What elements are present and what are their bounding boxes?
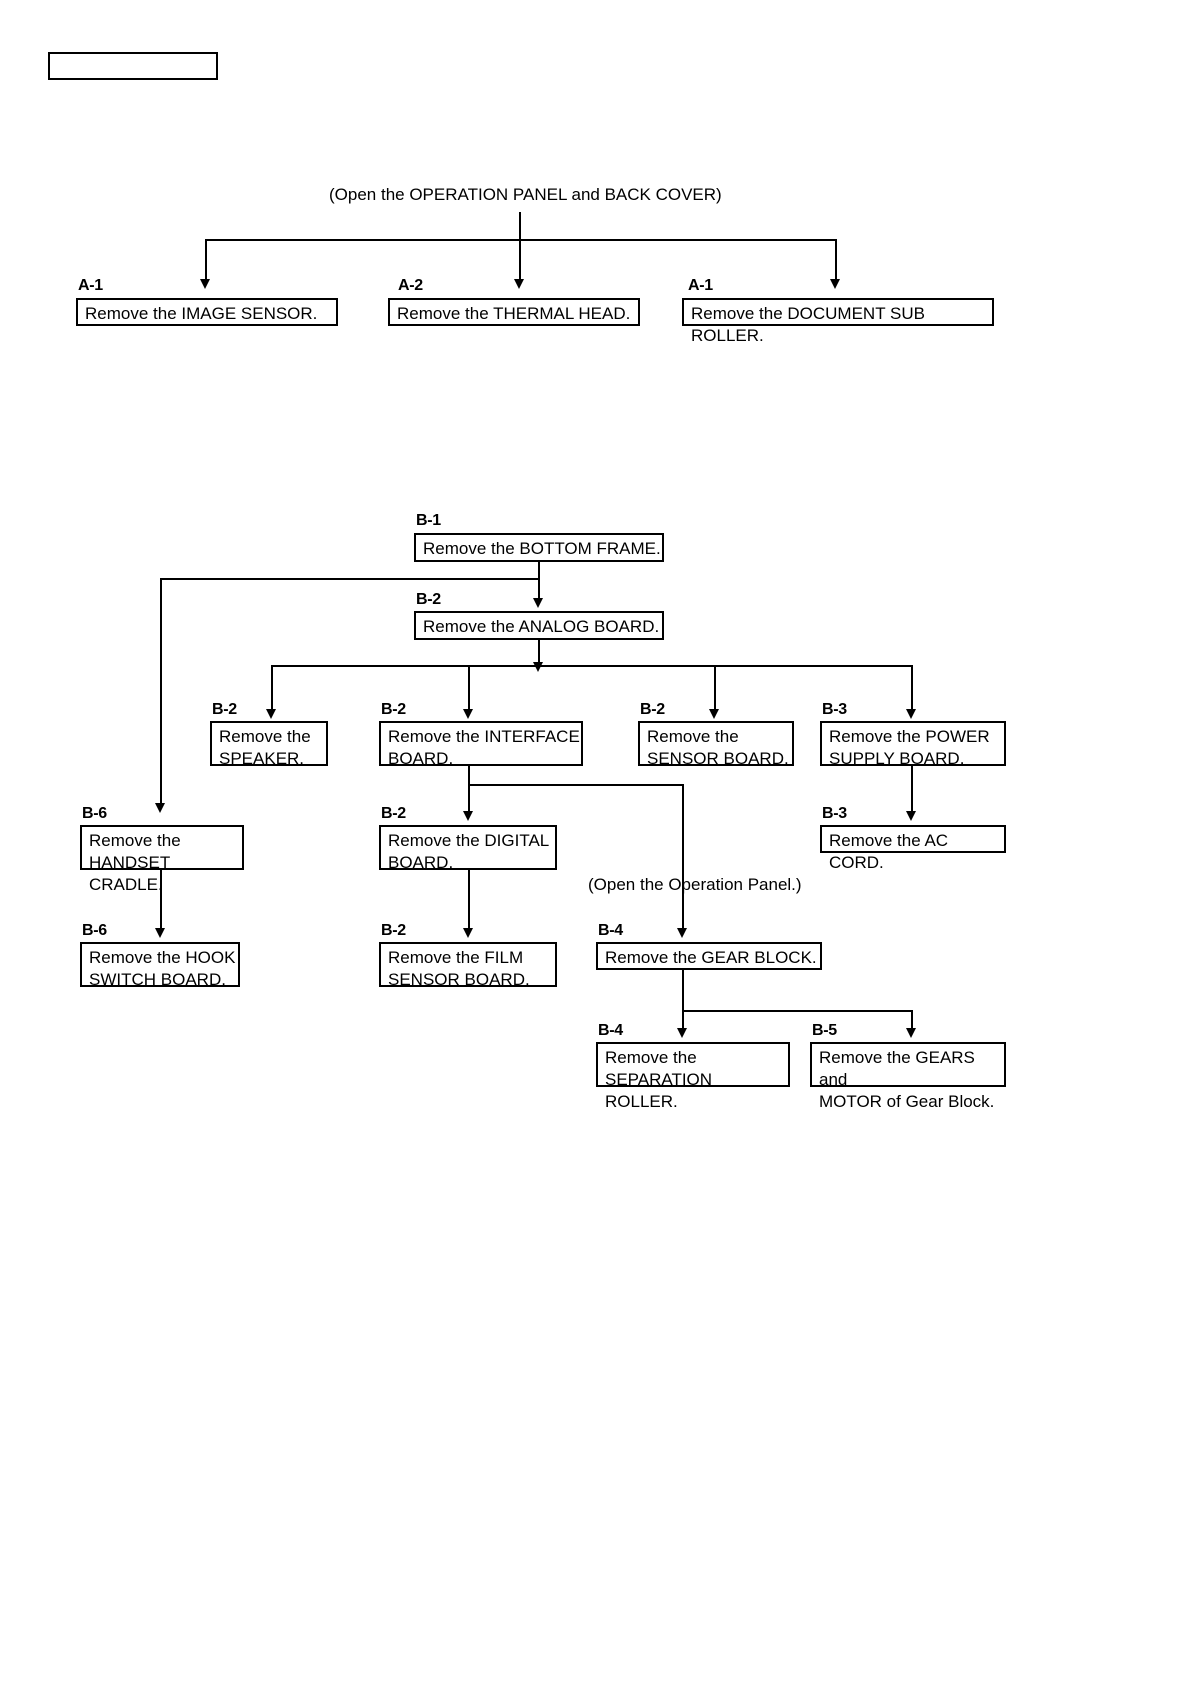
box-remove-sensor-board: Remove the SENSOR BOARD.	[638, 721, 794, 768]
connector-gear-drop-separation	[682, 1010, 684, 1030]
tag-b3-power-supply-board: B-3	[822, 701, 847, 718]
connector-a-drop-1	[205, 239, 207, 281]
box-remove-handset-cradle: Remove the HANDSET CRADLE.	[80, 825, 244, 894]
arrowhead-b2-film-sensor	[463, 928, 473, 938]
tag-a1-image-sensor: A-1	[78, 277, 103, 294]
box-remove-digital-board: Remove the DIGITAL BOARD.	[379, 825, 557, 872]
box-remove-gear-block: Remove the GEAR BLOCK.	[596, 942, 822, 970]
arrowhead-b2-trunk	[533, 662, 543, 672]
arrowhead-b5-gears-motor	[906, 1028, 916, 1038]
connector-cradle-to-hook	[160, 870, 162, 930]
connector-b2-bus	[271, 665, 911, 667]
tag-b2-speaker: B-2	[212, 701, 237, 718]
box-remove-image-sensor: Remove the IMAGE SENSOR.	[76, 298, 338, 326]
arrowhead-b3-ac-cord	[906, 811, 916, 821]
arrowhead-b4-separation-roller	[677, 1028, 687, 1038]
arrowhead-b2-digital	[463, 811, 473, 821]
connector-gear-bus	[682, 1010, 912, 1012]
arrowhead-a-2	[514, 279, 524, 289]
box-remove-separation-roller: Remove the SEPARATION ROLLER.	[596, 1042, 790, 1111]
arrowhead-a-3	[830, 279, 840, 289]
connector-interface-to-digital	[468, 766, 470, 813]
tag-b2-analog-board: B-2	[416, 591, 441, 608]
arrowhead-b6-hook-switch	[155, 928, 165, 938]
tag-b2-digital-board: B-2	[381, 805, 406, 822]
connector-b2-drop-interface	[468, 665, 470, 711]
arrowhead-b2-speaker	[266, 709, 276, 719]
arrowhead-b4-gear-block	[677, 928, 687, 938]
tag-b2-interface-board: B-2	[381, 701, 406, 718]
connector-a-drop-3	[835, 239, 837, 281]
note-open-operation-panel: (Open the Operation Panel.)	[588, 875, 802, 894]
tag-b6-hook-switch-board: B-6	[82, 922, 107, 939]
box-remove-gears-motor: Remove the GEARS and MOTOR of Gear Block…	[810, 1042, 1006, 1111]
connector-b1-left-rail	[160, 578, 540, 580]
box-remove-bottom-frame: Remove the BOTTOM FRAME.	[414, 533, 664, 562]
box-remove-power-supply-board: Remove the POWER SUPPLY BOARD.	[820, 721, 1006, 768]
box-remove-speaker: Remove the SPEAKER.	[210, 721, 328, 768]
connector-b2-trunk	[538, 640, 540, 667]
connector-b3-drop-power	[911, 665, 913, 711]
connector-b2-drop-speaker	[271, 665, 273, 711]
arrowhead-b2-interface	[463, 709, 473, 719]
tag-b2-sensor-board: B-2	[640, 701, 665, 718]
header-empty-box	[48, 52, 218, 80]
connector-b1-left-drop	[160, 578, 162, 805]
tag-b2-film-sensor-board: B-2	[381, 922, 406, 939]
connector-interface-to-gear-rail	[468, 784, 684, 786]
box-remove-interface-board: Remove the INTERFACE BOARD.	[379, 721, 583, 768]
tag-a2-thermal-head: A-2	[398, 277, 423, 294]
connector-power-to-accord	[911, 766, 913, 813]
note-open-panel-back-cover: (Open the OPERATION PANEL and BACK COVER…	[329, 185, 722, 204]
box-remove-thermal-head: Remove the THERMAL HEAD.	[388, 298, 640, 326]
connector-b2-drop-sensor	[714, 665, 716, 711]
arrowhead-b2-sensor	[709, 709, 719, 719]
tag-a1-document-sub-roller: A-1	[688, 277, 713, 294]
box-remove-film-sensor-board: Remove the FILM SENSOR BOARD.	[379, 942, 557, 989]
arrowhead-a-1	[200, 279, 210, 289]
connector-gear-trunk	[682, 970, 684, 1012]
connector-a-drop-2	[519, 239, 521, 281]
connector-digital-to-film	[468, 870, 470, 930]
connector-a-trunk	[519, 212, 521, 240]
box-remove-ac-cord: Remove the AC CORD.	[820, 825, 1006, 872]
connector-b1-to-b2	[538, 562, 540, 601]
tag-b1-bottom-frame: B-1	[416, 512, 441, 529]
tag-b4-separation-roller: B-4	[598, 1022, 623, 1039]
arrowhead-b6-handset-cradle	[155, 803, 165, 813]
tag-b6-handset-cradle: B-6	[82, 805, 107, 822]
box-remove-hook-switch-board: Remove the HOOK SWITCH BOARD.	[80, 942, 240, 989]
tag-b3-ac-cord: B-3	[822, 805, 847, 822]
tag-b4-gear-block: B-4	[598, 922, 623, 939]
arrowhead-b3-power	[906, 709, 916, 719]
connector-gear-drop	[682, 784, 684, 930]
arrowhead-b1-to-b2	[533, 598, 543, 608]
tag-b5-gears-motor: B-5	[812, 1022, 837, 1039]
connector-gear-drop-gears	[911, 1010, 913, 1030]
box-remove-analog-board: Remove the ANALOG BOARD.	[414, 611, 664, 640]
box-remove-document-sub-roller: Remove the DOCUMENT SUB ROLLER.	[682, 298, 994, 345]
